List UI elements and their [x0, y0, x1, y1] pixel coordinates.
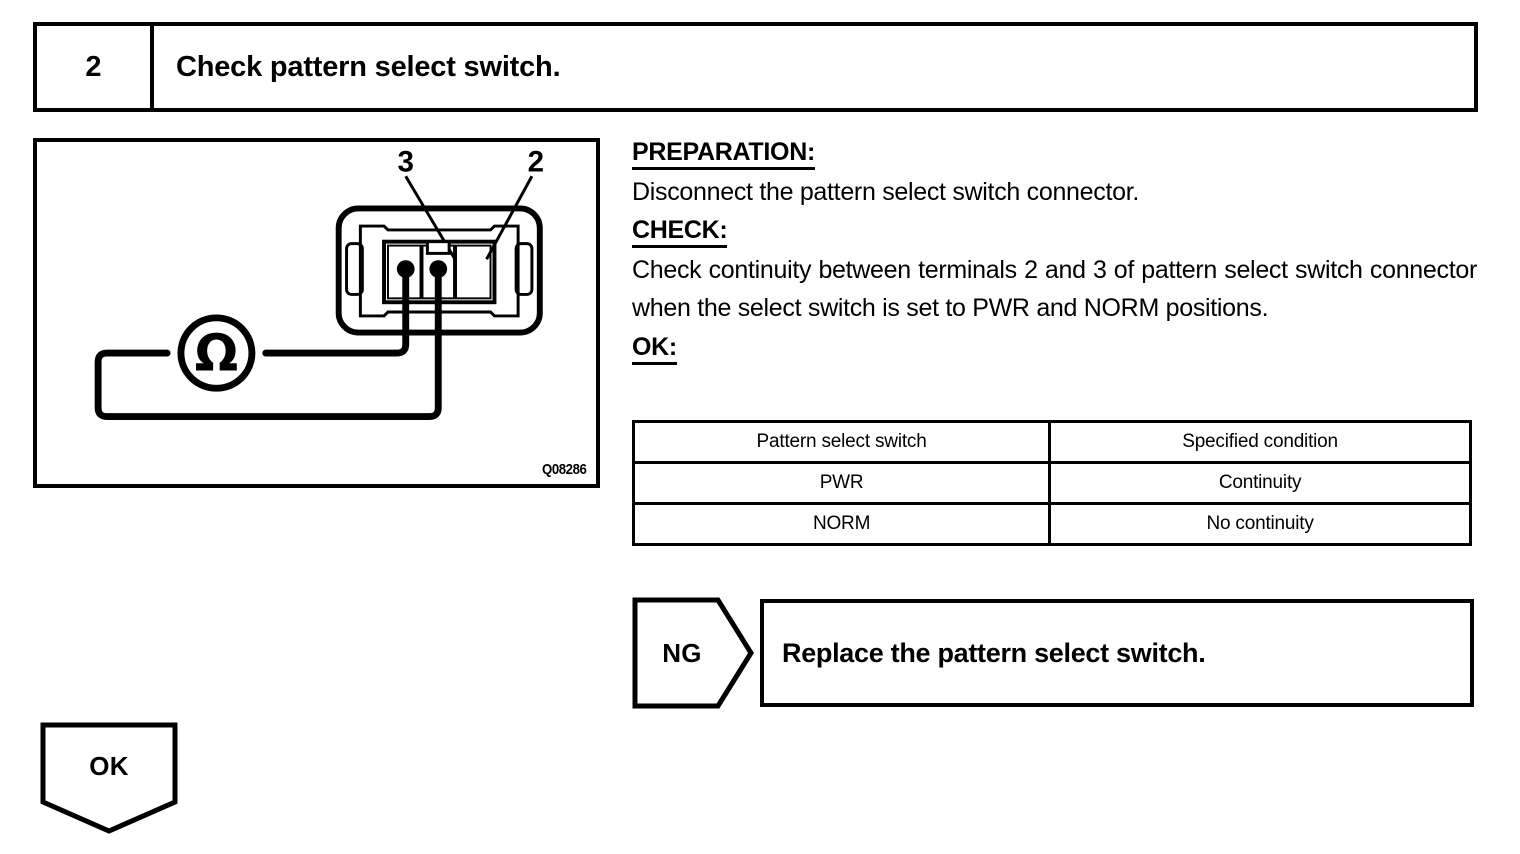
table-header-switch: Pattern select switch	[631, 420, 1052, 464]
connector-tab-right	[514, 242, 534, 296]
ng-result-row: NG Replace the pattern select switch.	[632, 597, 1477, 709]
connector-tab-left	[345, 242, 364, 296]
check-block: CHECK: Check continuity between terminal…	[632, 216, 1477, 327]
ng-action-box: Replace the pattern select switch.	[760, 599, 1474, 707]
preparation-body: Disconnect the pattern select switch con…	[632, 178, 1140, 206]
ok-badge: OK	[40, 722, 178, 834]
ohm-icon: Ω	[195, 325, 239, 384]
cavity-notch	[425, 240, 451, 255]
table-row: NORM No continuity	[631, 502, 1472, 546]
ok-badge-label: OK	[89, 750, 129, 781]
table-cell-condition-pwr: Continuity	[1048, 461, 1472, 505]
preparation-block: PREPARATION: Disconnect the pattern sele…	[632, 138, 1477, 211]
step-number-cell: 2	[37, 26, 154, 108]
ng-badge-label: NG	[662, 637, 702, 668]
table-cell-switch-norm: NORM	[631, 502, 1052, 546]
ng-action-text: Replace the pattern select switch.	[782, 637, 1206, 668]
wire-terminal-2-to-meter	[94, 265, 442, 420]
figure-code: Q08286	[541, 461, 587, 478]
wire-terminal-3-to-meter	[262, 265, 410, 357]
step-number: 2	[85, 50, 102, 83]
ng-badge: NG	[632, 597, 755, 709]
step-header: 2 Check pattern select switch.	[33, 22, 1478, 112]
terminal-label-2: 2	[528, 145, 544, 178]
ok-block: OK:	[632, 333, 1477, 365]
connector-inner-body	[358, 224, 520, 318]
table-cell-switch-pwr: PWR	[631, 461, 1052, 505]
table-cell-condition-norm: No continuity	[1048, 502, 1472, 546]
step-title-cell: Check pattern select switch.	[154, 26, 1474, 108]
diagram-panel: Ω 3 2 Q08286	[33, 138, 600, 488]
ok-heading: OK:	[632, 333, 677, 365]
table-row: PWR Continuity	[631, 461, 1472, 505]
table-header-condition: Specified condition	[1048, 420, 1472, 464]
terminal-label-3: 3	[397, 145, 413, 178]
instructions-column: PREPARATION: Disconnect the pattern sele…	[632, 138, 1477, 365]
wiring-diagram: Ω 3 2	[94, 145, 544, 420]
specification-table: Pattern select switch Specified conditio…	[631, 420, 1472, 546]
ok-arrow-shape	[40, 722, 178, 834]
table-header-row: Pattern select switch Specified conditio…	[631, 420, 1472, 464]
ng-arrow-shape	[632, 597, 754, 709]
ohmmeter-circle	[177, 314, 256, 392]
check-body: Check continuity between terminals 2 and…	[632, 256, 1477, 322]
check-heading: CHECK:	[632, 216, 728, 248]
preparation-heading: PREPARATION:	[632, 138, 815, 170]
step-title: Check pattern select switch.	[176, 50, 561, 83]
